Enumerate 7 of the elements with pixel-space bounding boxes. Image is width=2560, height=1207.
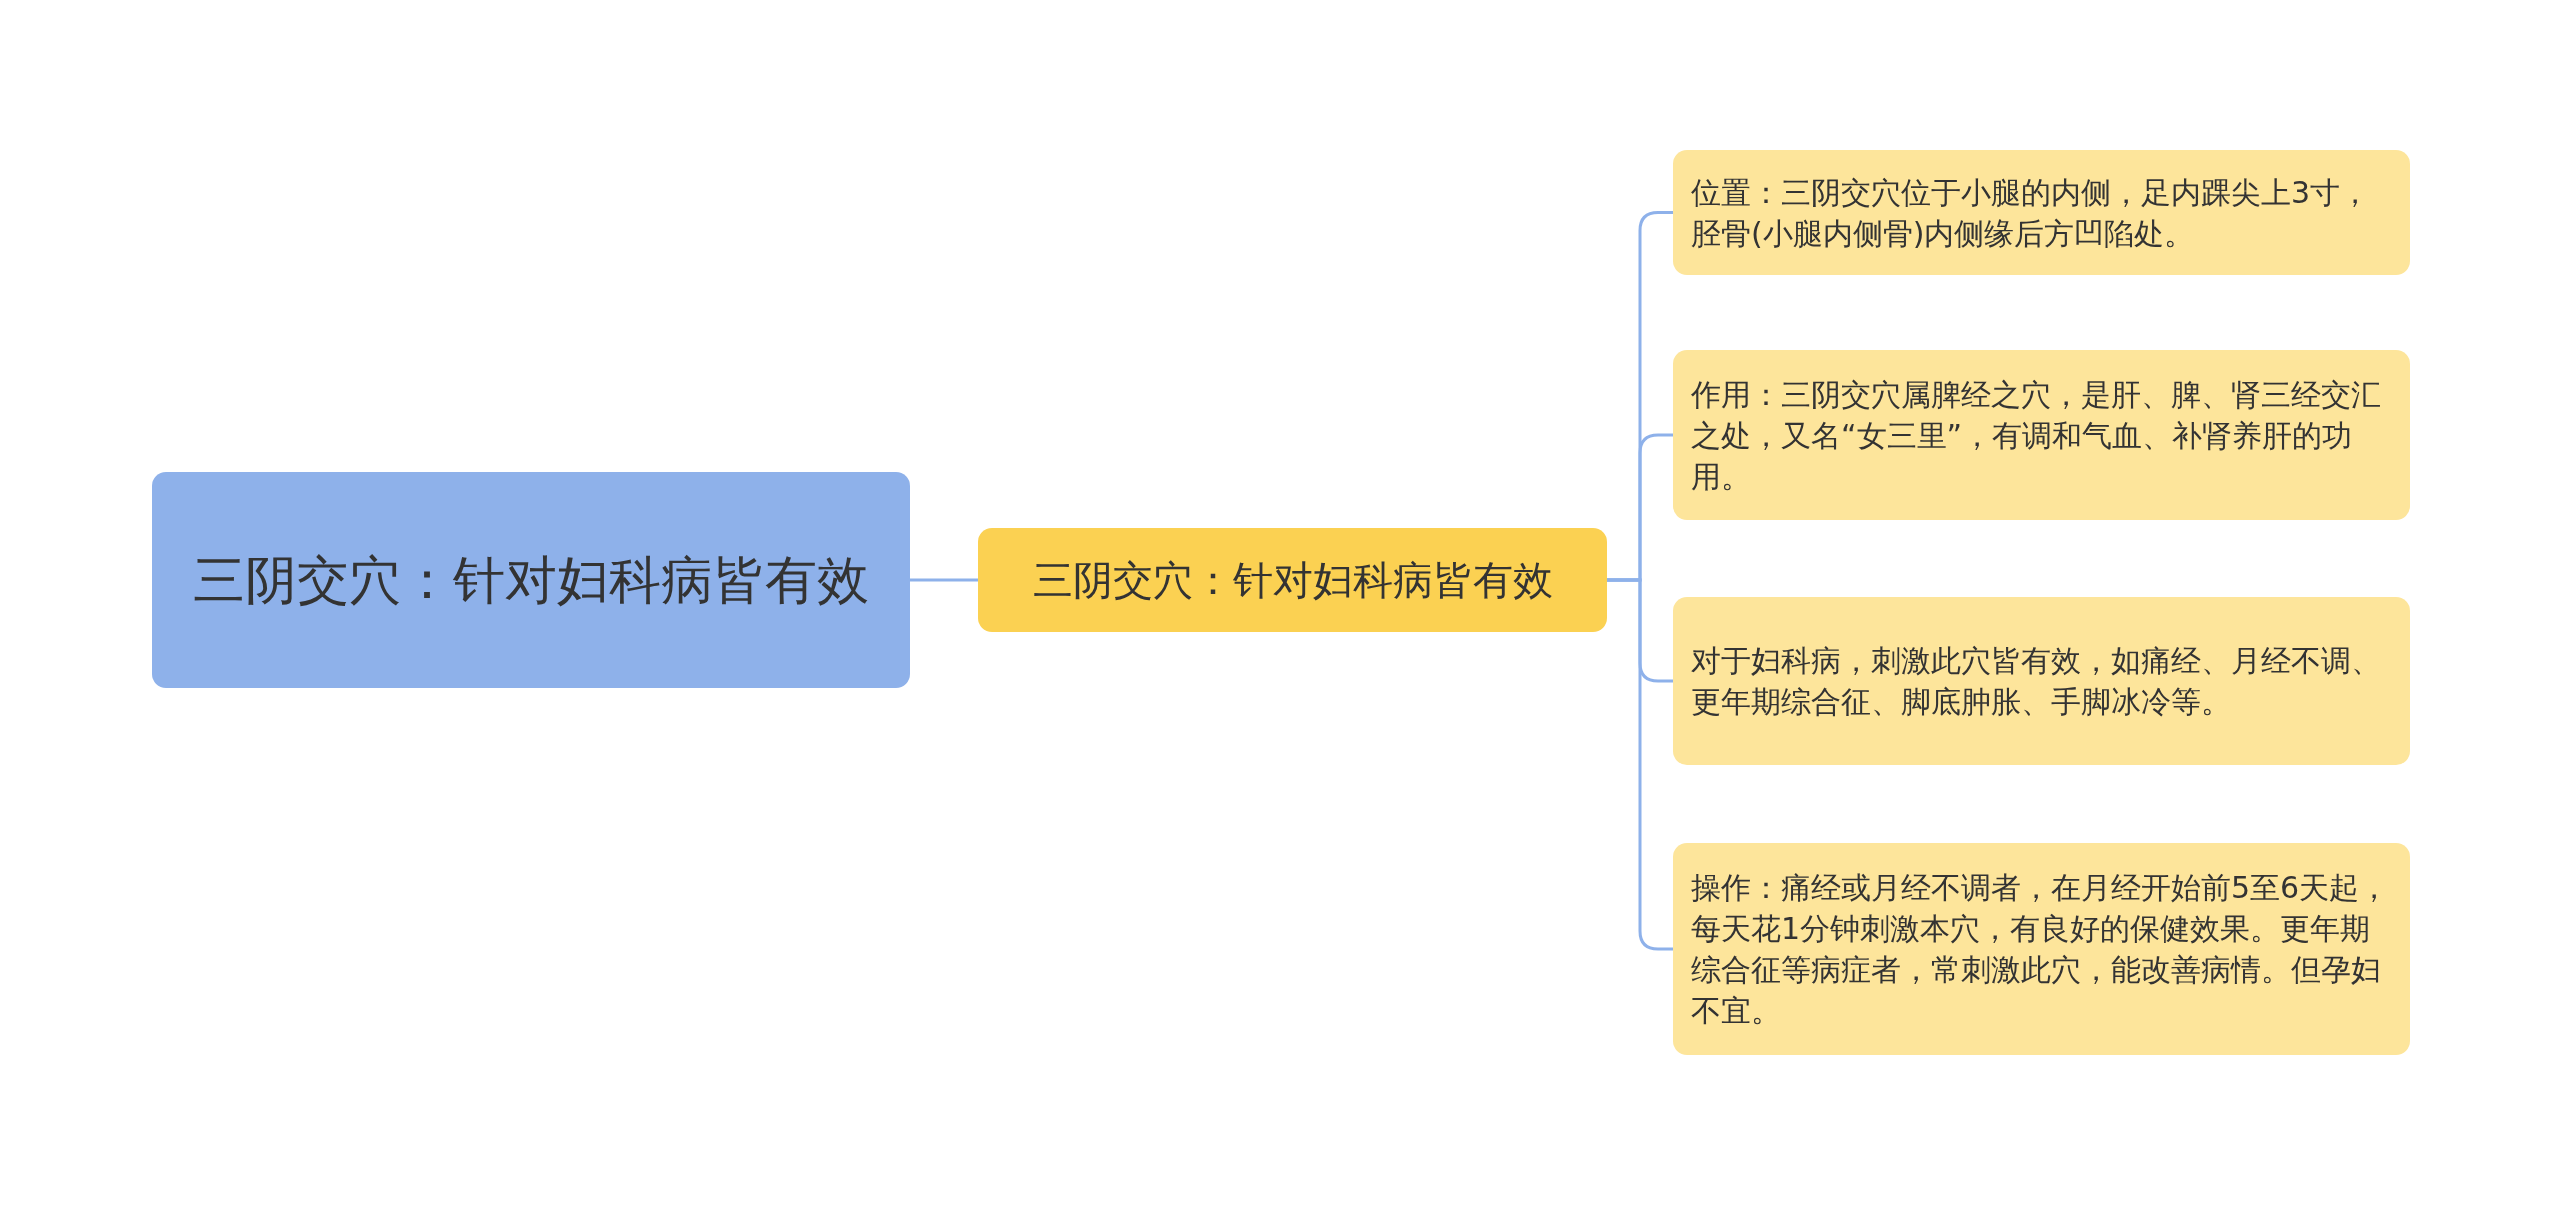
- detail-box: 位置：三阴交穴位于小腿的内侧，足内踝尖上3寸，胫骨(小腿内侧骨)内侧缘后方凹陷处。: [1673, 150, 2410, 275]
- root-box: 三阴交穴：针对妇科病皆有效: [152, 472, 910, 688]
- connector-line: [910, 578, 978, 582]
- detail-box: 操作：痛经或月经不调者，在月经开始前5至6天起，每天花1分钟刺激本穴，有良好的保健效果。更年期综合征等病症者，常刺激此穴，能改善病情。但孕妇不宜。: [1673, 843, 2410, 1055]
- topic-box: 三阴交穴：针对妇科病皆有效: [978, 528, 1607, 632]
- detail-box: 对于妇科病，刺激此穴皆有效，如痛经、月经不调、更年期综合征、脚底肿胀、手脚冰冷等。: [1673, 597, 2410, 765]
- detail-box: 作用：三阴交穴属脾经之穴，是肝、脾、肾三经交汇之处，又名“女三里”，有调和气血、补肾养肝的功用。: [1673, 350, 2410, 520]
